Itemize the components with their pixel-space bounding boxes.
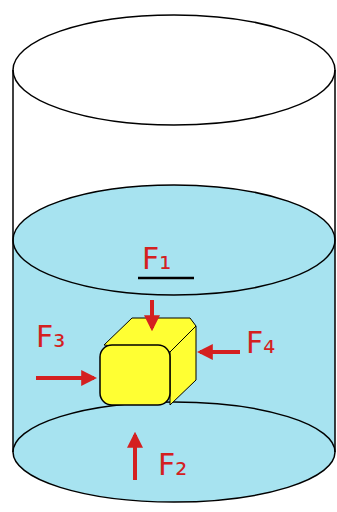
beaker-rim [13,15,335,125]
block-front [100,345,170,405]
force-label: F₁ [142,244,171,274]
force-arrow [200,350,240,354]
beaker-wall [12,70,14,452]
water-surface [13,185,335,295]
block-side [170,326,196,405]
force-label: F₄ [246,328,275,358]
force-arrow [150,300,154,328]
force-arrow [36,376,94,380]
force-label: F₃ [36,322,65,352]
force-label: F₂ [158,450,187,480]
force-arrow [133,435,137,480]
water [13,185,335,502]
surface-mark [138,277,194,280]
beaker-bottom [13,402,335,502]
beaker-wall [334,70,336,452]
